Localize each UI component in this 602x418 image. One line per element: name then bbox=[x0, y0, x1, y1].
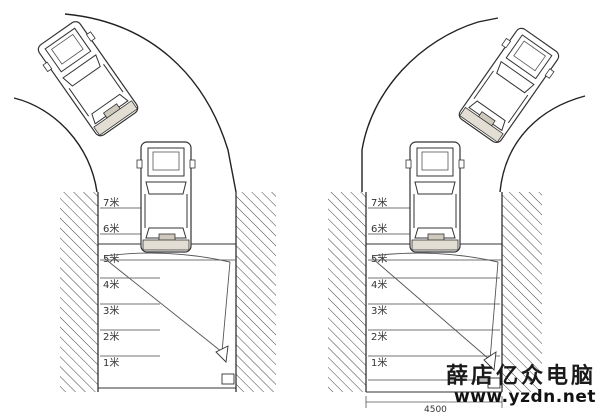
left-label-5m: 5米 bbox=[103, 252, 119, 265]
left-stop-marker bbox=[221, 373, 235, 385]
left-reversing-car bbox=[136, 141, 196, 253]
left-label-4m: 4米 bbox=[103, 278, 119, 291]
left-sight-ray bbox=[103, 257, 223, 353]
right-sight-ray bbox=[371, 257, 491, 361]
right-inner-curve bbox=[499, 95, 586, 193]
right-stop-marker bbox=[487, 377, 501, 389]
right-label-7m: 7米 bbox=[371, 196, 387, 209]
right-wall-right bbox=[502, 192, 542, 392]
right-reversing-car bbox=[405, 141, 465, 253]
right-dimension-label: 4500 bbox=[424, 405, 447, 414]
left-label-6m: 6米 bbox=[103, 222, 119, 235]
left-label-3m: 3米 bbox=[103, 304, 119, 317]
right-label-3m: 3米 bbox=[371, 304, 387, 317]
right-label-6m: 6米 bbox=[371, 222, 387, 235]
watermark-url: www.yzdn.net bbox=[454, 387, 596, 407]
right-diagram: 7米 6米 5米 4米 3米 2米 1米 4500 bbox=[328, 17, 586, 415]
left-wall-right bbox=[236, 192, 276, 392]
left-sight-arc bbox=[103, 252, 231, 263]
left-turning-car bbox=[32, 16, 144, 142]
right-label-4m: 4米 bbox=[371, 278, 387, 291]
left-inner-curve bbox=[13, 97, 98, 193]
left-outer-curve bbox=[64, 13, 237, 193]
left-distance-markers: 7米 6米 5米 4米 3米 2米 1米 bbox=[100, 196, 236, 369]
left-label-7m: 7米 bbox=[103, 196, 119, 209]
right-mirror-marker bbox=[483, 351, 497, 371]
left-mirror-marker bbox=[215, 345, 229, 363]
right-sight-arc bbox=[371, 252, 499, 263]
left-label-2m: 2米 bbox=[103, 330, 119, 343]
left-label-1m: 1米 bbox=[103, 356, 119, 369]
watermark-title: 薛店亿众电脑 bbox=[445, 363, 596, 389]
right-outer-curve bbox=[361, 17, 499, 192]
right-label-2m: 2米 bbox=[371, 330, 387, 343]
right-turning-car bbox=[453, 23, 565, 148]
left-diagram: 7米 6米 5米 4米 3米 2米 1米 bbox=[13, 13, 276, 392]
left-wall-left bbox=[60, 192, 98, 392]
right-distance-markers: 7米 6米 5米 4米 3米 2米 1米 bbox=[368, 196, 502, 381]
right-label-5m: 5米 bbox=[371, 252, 387, 265]
right-label-1m: 1米 bbox=[371, 356, 387, 369]
right-wall-left bbox=[328, 192, 366, 392]
